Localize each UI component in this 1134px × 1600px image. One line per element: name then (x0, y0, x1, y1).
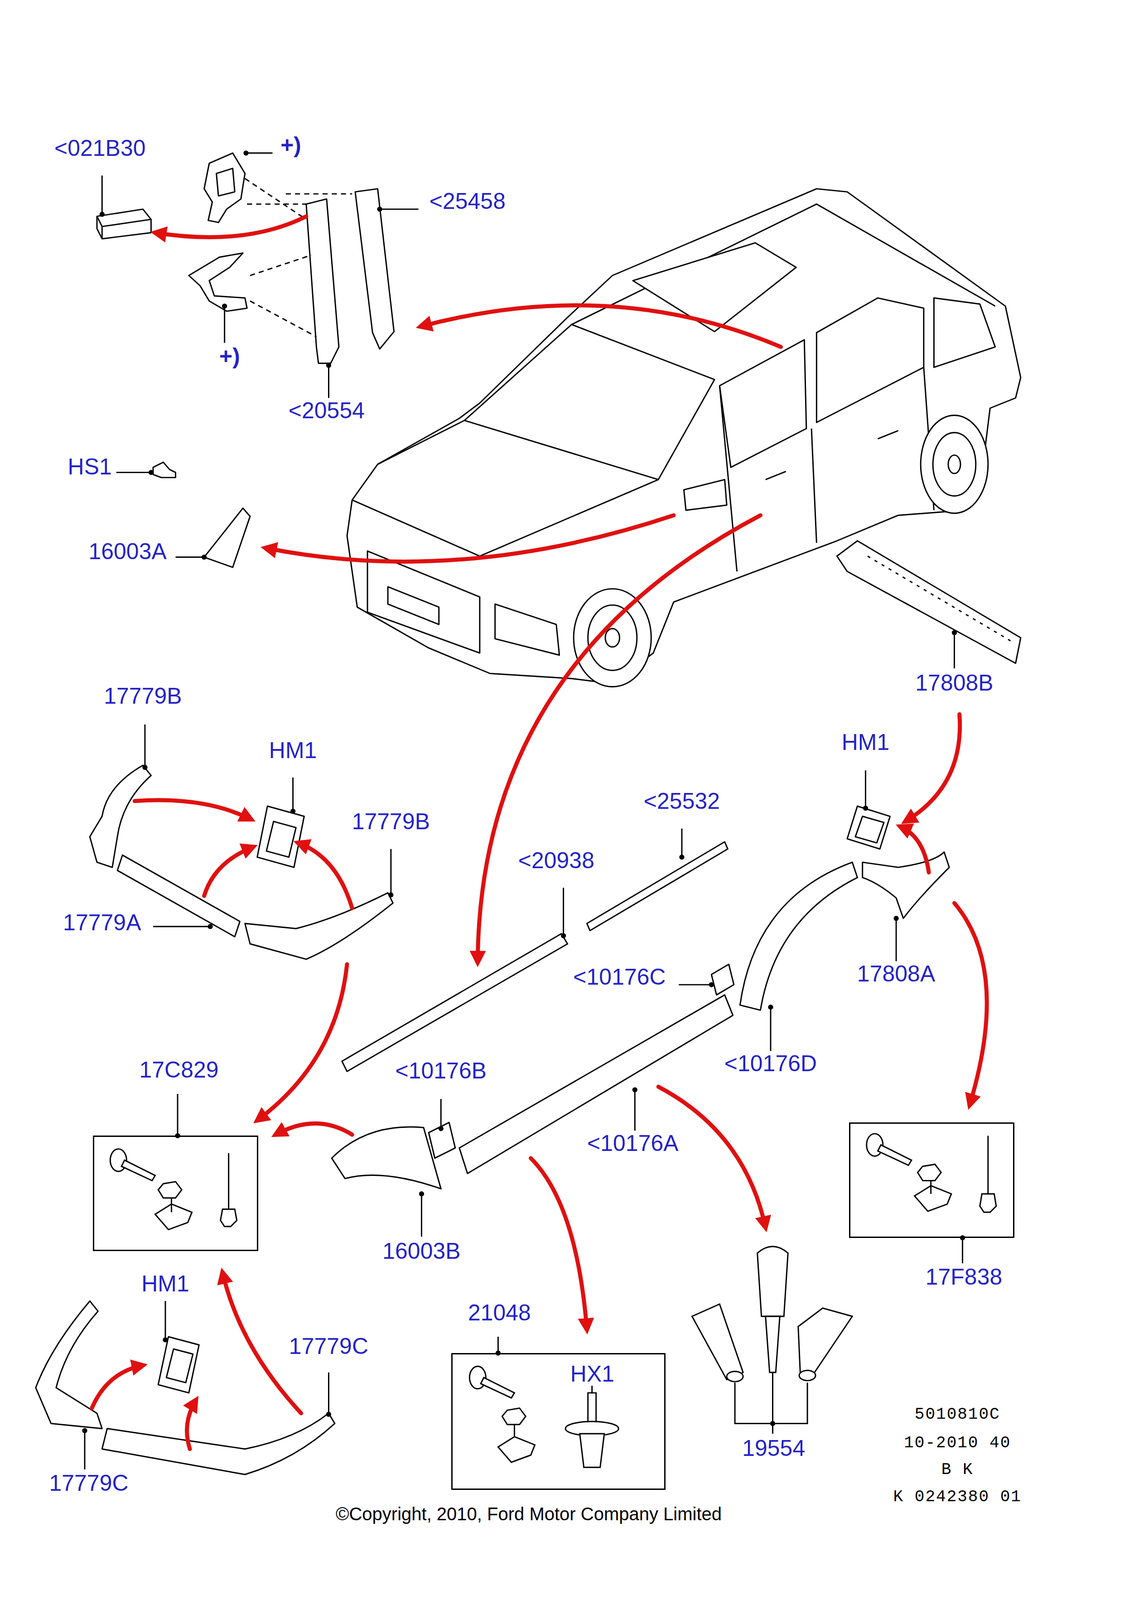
callout-number: <021B30 (54, 136, 146, 160)
parts-kit-box: 21048HX1 (451, 1352, 666, 1490)
fastener-icons (110, 1133, 997, 1467)
callout-number: 16003A (88, 540, 167, 563)
part-number: 17F838 (925, 1265, 1003, 1289)
callout-number: HM1 (841, 730, 890, 754)
callout-number: 17779B (352, 810, 430, 833)
callout-number: <10176D (724, 1051, 817, 1075)
callout-number: +) (280, 133, 302, 157)
callout-number: <20938 (518, 849, 595, 872)
callout-number: 17808B (915, 671, 994, 695)
callout-number: <10176C (573, 965, 666, 989)
callout-number: 16003B (382, 1239, 461, 1263)
callout-number: +) (219, 344, 241, 368)
callout-number: <20554 (288, 399, 365, 422)
callout-number: HM1 (269, 738, 318, 762)
callout-number: <25532 (643, 789, 720, 813)
red-arrows (91, 216, 987, 1449)
callout-number: <10176B (395, 1059, 487, 1082)
part-number: 17C829 (139, 1058, 219, 1081)
reference-code: B K (941, 1461, 974, 1478)
callout-number: 17779C (48, 1471, 129, 1495)
callout-number: HS1 (67, 455, 112, 478)
copyright-caption: ©Copyright, 2010, Ford Motor Company Lim… (335, 1504, 722, 1523)
callout-number: <25458 (429, 189, 506, 213)
callout-number: HM1 (141, 1272, 190, 1295)
reference-code: K 0242380 01 (893, 1488, 1022, 1506)
part-drawings (35, 153, 1021, 1475)
reference-code: 10-2010 40 (903, 1434, 1011, 1452)
parts-kit-box: 17C829 (92, 1135, 259, 1251)
callout-number: 17779B (103, 684, 182, 708)
leader-lines (84, 153, 963, 1470)
car-outline (347, 188, 1021, 687)
callout-number: 19554 (742, 1436, 806, 1460)
leader-dots (82, 150, 966, 1434)
callout-number: HX1 (570, 1362, 615, 1385)
callout-number: 17808A (857, 962, 936, 985)
parts-kit-box: 17F838 (849, 1122, 1015, 1238)
reference-code: 5010810C (914, 1406, 1001, 1423)
callout-number: 17779A (62, 911, 141, 934)
callout-number: 17779C (289, 1334, 369, 1358)
callout-number: <10176A (587, 1131, 679, 1155)
part-number: 21048 (468, 1301, 531, 1324)
